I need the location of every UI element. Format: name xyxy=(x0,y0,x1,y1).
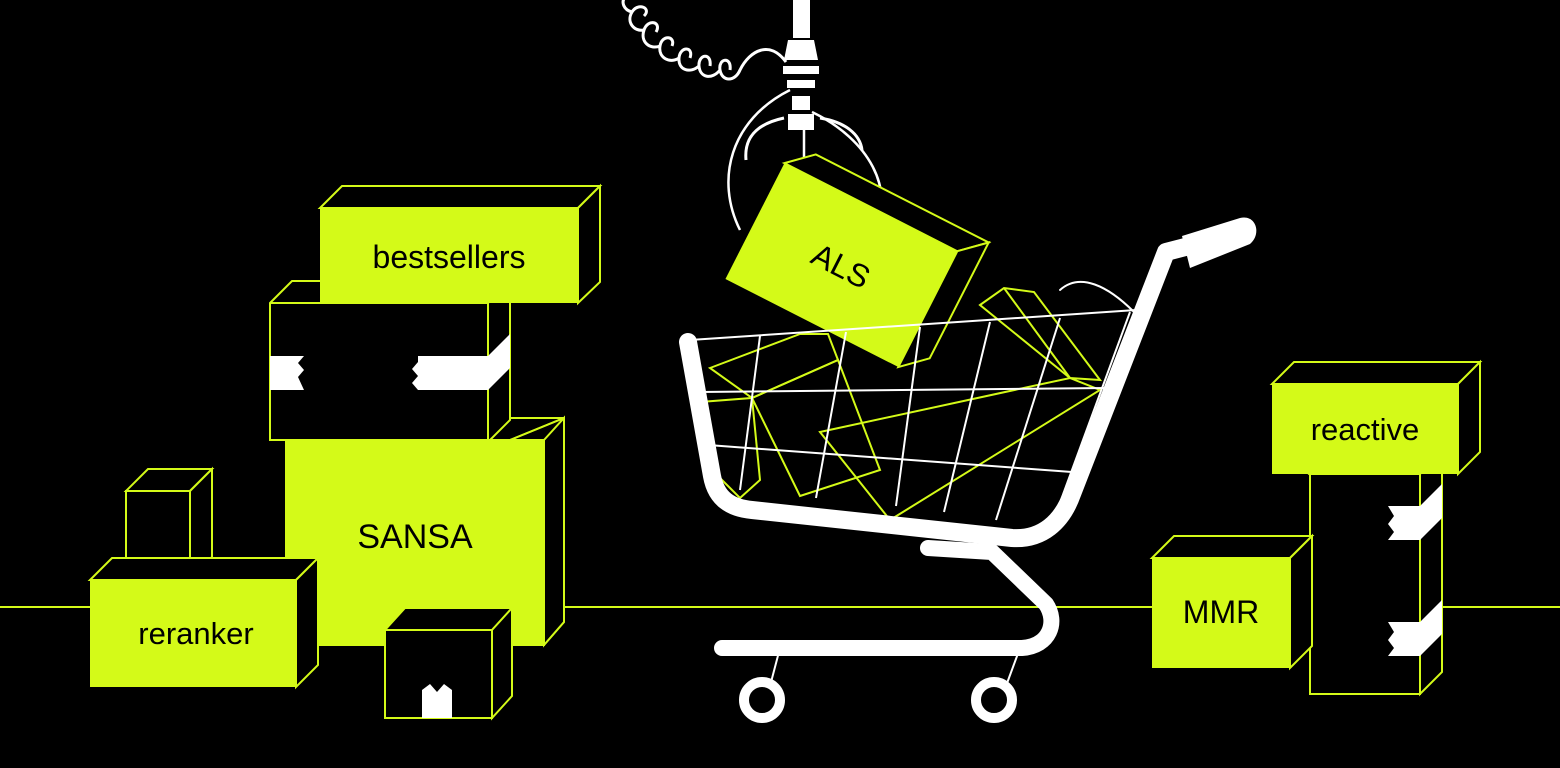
cart-handle xyxy=(1182,217,1257,268)
cart-basket xyxy=(689,309,1137,531)
mmr-label: MMR xyxy=(1183,594,1259,630)
cart-wheel-right xyxy=(971,647,1021,723)
als-box: ALS xyxy=(725,153,992,369)
taped-box xyxy=(269,280,511,441)
small-bottom-box xyxy=(382,605,515,721)
reranker-box: reranker xyxy=(87,555,321,690)
sansa-label: SANSA xyxy=(357,518,473,556)
reactive-box: reactive xyxy=(1269,359,1483,477)
mmr-box: MMR xyxy=(1149,533,1315,671)
cart-frame xyxy=(679,227,1237,656)
bestsellers-label: bestsellers xyxy=(373,239,526,275)
bestsellers-box: bestsellers xyxy=(317,183,603,306)
tall-taped-box xyxy=(1307,449,1445,697)
reactive-label: reactive xyxy=(1311,412,1420,447)
reranker-label: reranker xyxy=(138,616,253,651)
cart-contents xyxy=(698,286,1103,522)
cart-wheel-left xyxy=(739,647,785,723)
